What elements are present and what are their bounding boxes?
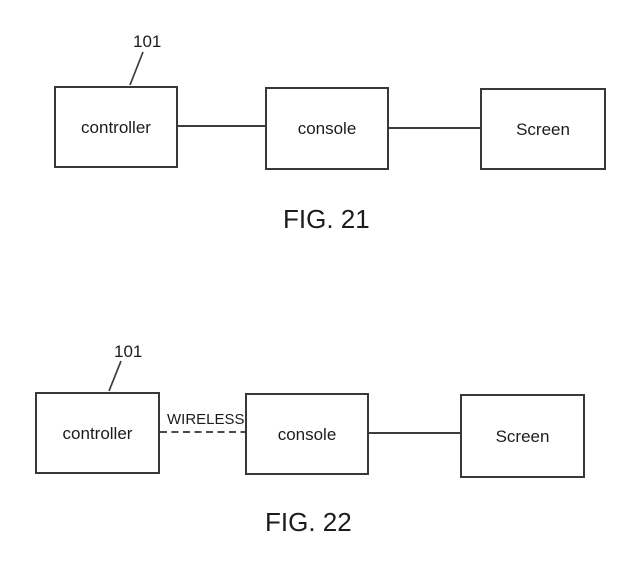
fig22-ref-numeral-101: 101: [114, 342, 143, 361]
fig21-controller-label: controller: [81, 117, 151, 137]
fig21-console-box: console: [265, 87, 389, 170]
fig22-wireless-label: WIRELESS: [167, 411, 245, 428]
fig21-screen-label: Screen: [516, 119, 570, 139]
fig21-ref-lead-line: [129, 51, 144, 86]
fig21-console-label: console: [297, 119, 357, 138]
fig22-screen-label: Screen: [495, 426, 550, 446]
fig22-caption: FIG. 22: [265, 507, 352, 537]
fig22-screen-box: Screen: [460, 394, 585, 478]
fig22-controller-label: controller: [62, 423, 133, 443]
fig22-controller-box: controller: [35, 392, 160, 474]
fig21-controller-box: controller: [54, 86, 178, 168]
fig21-ref-numeral-101: 101: [133, 32, 162, 51]
fig22-console-label: console: [277, 424, 337, 444]
fig21-screen-box: Screen: [480, 88, 606, 170]
fig21-caption: FIG. 21: [283, 204, 370, 234]
fig22-ref-lead-line: [108, 360, 122, 392]
fig22-console-box: console: [245, 393, 369, 475]
